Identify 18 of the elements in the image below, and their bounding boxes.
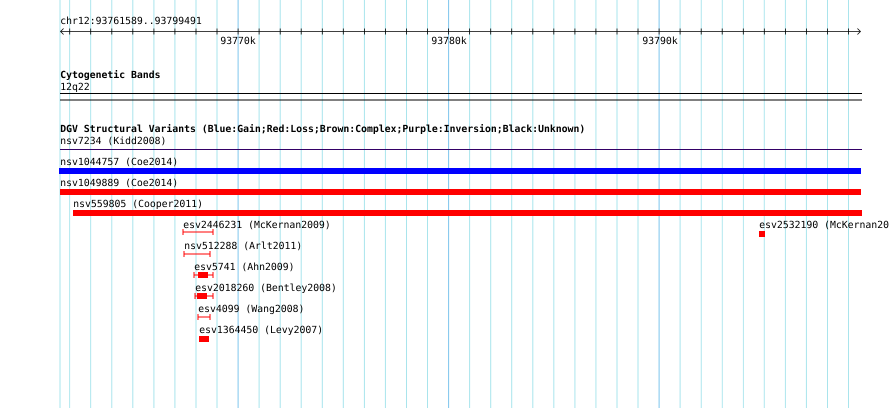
tick-label: 93790k xyxy=(642,36,678,44)
variant-label: nsv1044757 (Coe2014) xyxy=(61,158,176,166)
track-title: Cytogenetic Bands xyxy=(60,70,160,80)
tick-label: 93780k xyxy=(432,36,467,44)
track-title: DGV Structural Variants (Blue:Gain;Red:Loss;Brown:Complex;Purple:Inversion;Black:Unknown) xyxy=(60,124,584,134)
variant-label: nsv559805 (Cooper2011) xyxy=(74,200,201,210)
variant-label: nsv7234 (Kidd2008) xyxy=(61,136,164,146)
ruler-label: chr12:93761589..93799491 xyxy=(61,16,202,24)
tick-label: 93770k xyxy=(220,36,256,44)
variant-label: nsv1049889 (Coe2014) xyxy=(61,178,176,188)
variant-label: esv1364450 (Levy2007) xyxy=(200,326,322,336)
variant-label: esv2018260 (Bentley2008) xyxy=(196,284,335,294)
variant-label: esv2446231 (McKernan2009) xyxy=(184,220,329,230)
variant-label: esv2532190 (McKernan20 xyxy=(760,220,888,230)
variant-label: esv4099 (Wang2008) xyxy=(198,304,302,314)
band-label: 12q22 xyxy=(61,82,89,92)
variant-label: nsv512288 (Arlt2011) xyxy=(185,242,300,250)
variant-label: esv5741 (Ahn2009) xyxy=(194,262,292,272)
